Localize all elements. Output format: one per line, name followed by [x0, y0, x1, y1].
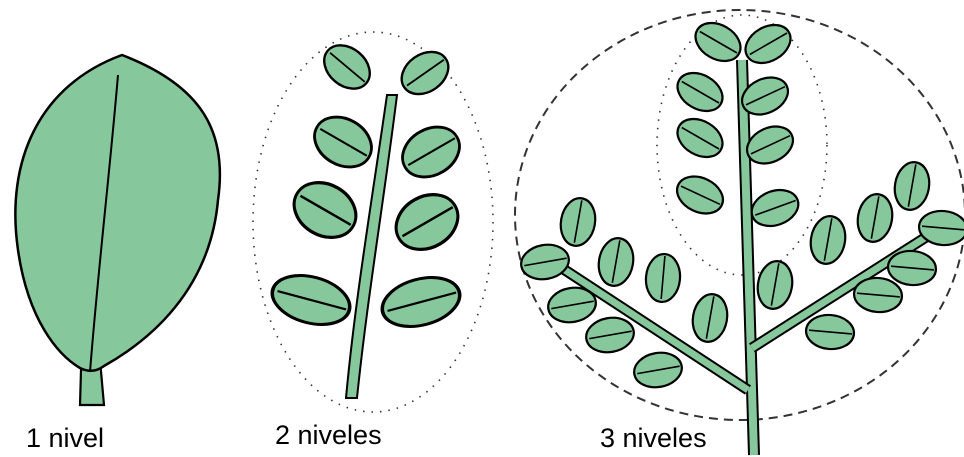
simple-leaf — [15, 55, 220, 405]
label-3-niveles: 3 niveles — [600, 425, 707, 452]
leaf-blade — [15, 55, 220, 371]
pinna-top-leaflets — [671, 15, 804, 232]
label-1-nivel: 1 nivel — [26, 425, 104, 452]
bipinnate-leaf — [515, 10, 964, 455]
label-2-niveles: 2 niveles — [275, 422, 382, 449]
compound-leaf — [253, 32, 493, 412]
